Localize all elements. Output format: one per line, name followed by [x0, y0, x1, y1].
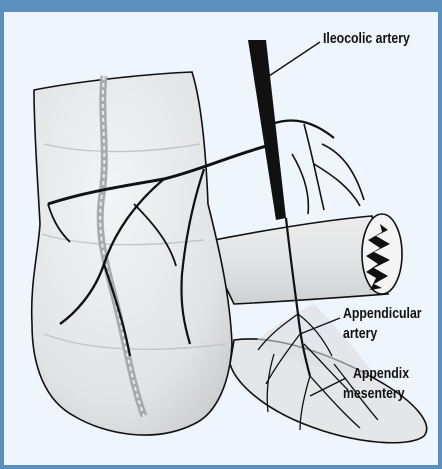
ileal-fan — [292, 124, 364, 214]
label-appendicular-line2: artery — [343, 324, 377, 343]
label-mesentery-line1: Appendix — [353, 364, 409, 383]
ileocolic-artery — [248, 40, 286, 220]
ileal-branch — [272, 120, 334, 138]
label-appendicular-line1: Appendicular — [343, 304, 422, 323]
label-ileocolic-artery: Ileocolic artery — [323, 29, 410, 48]
leader-ileocolic — [266, 42, 320, 78]
label-mesentery-line2: mesentery — [343, 384, 405, 403]
